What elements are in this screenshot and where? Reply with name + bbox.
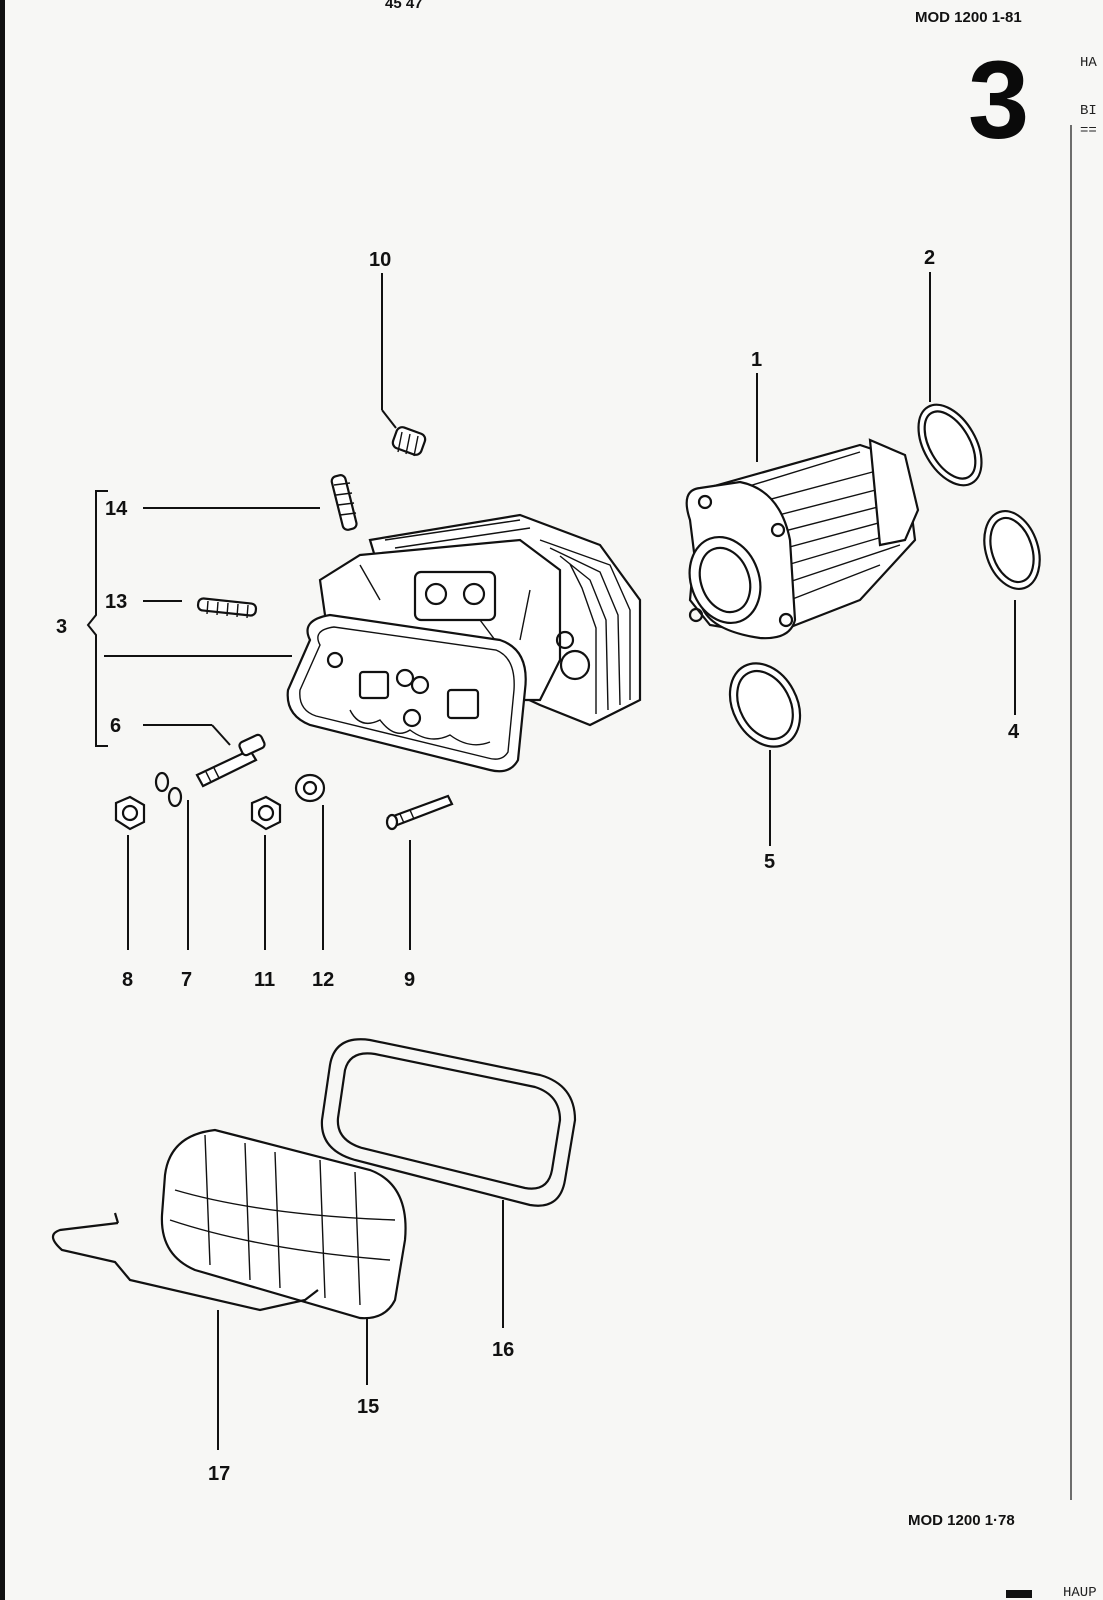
callout-8: 8	[122, 969, 133, 991]
footer-model-bottom: MOD 1200 1·78	[908, 1512, 1015, 1529]
callout-6: 6	[110, 715, 121, 737]
callout-3: 3	[56, 616, 67, 638]
part-12-washer	[294, 773, 326, 803]
callout-17: 17	[208, 1463, 230, 1485]
footer-black-mark	[1006, 1590, 1032, 1598]
footer-edge-text: HAUP	[1063, 1585, 1097, 1600]
callout-2: 2	[924, 247, 935, 269]
part-3-cylinder-head	[286, 513, 642, 773]
leader-lines	[86, 272, 1016, 1450]
part-1-cylinder	[685, 438, 920, 640]
callout-11: 11	[254, 969, 275, 991]
callout-12: 12	[312, 969, 334, 991]
callout-9: 9	[404, 969, 415, 991]
header-edge-text-3: ==	[1080, 123, 1097, 139]
header-top-numbers: 45 47	[385, 0, 423, 12]
callout-10: 10	[369, 249, 391, 271]
callout-13: 13	[105, 591, 127, 613]
part-17-wire	[51, 1212, 319, 1312]
callout-4: 4	[1008, 721, 1020, 743]
header-edge-text-2: BI	[1080, 103, 1097, 119]
part-15-valve-cover	[160, 1128, 407, 1320]
part-11-nut	[250, 795, 282, 831]
page-left-border	[0, 0, 5, 1600]
callout-16: 16	[492, 1339, 514, 1361]
callout-1: 1	[751, 349, 762, 371]
part-10-plug	[391, 426, 427, 457]
part-7-washer	[154, 771, 183, 808]
part-9-stud	[385, 794, 454, 831]
part-4-ring	[983, 510, 1041, 590]
header-model-top: MOD 1200 1-81	[915, 9, 1022, 26]
callout-labels: 1 2 3 4 5 6 7 8 9 10 11 12 13 14 15 16 1…	[56, 247, 1020, 1485]
part-2-ring	[917, 403, 983, 487]
part-8-nut	[114, 795, 146, 831]
part-13-stud	[196, 597, 258, 619]
part-14-stud	[330, 474, 358, 531]
part-16-gasket	[320, 1038, 577, 1207]
callout-5: 5	[764, 851, 775, 873]
callout-7: 7	[181, 969, 192, 991]
part-5-ring	[728, 662, 802, 748]
part-6-stud	[195, 733, 266, 788]
callout-14: 14	[105, 498, 128, 520]
section-number: 3	[968, 39, 1029, 162]
header-edge-text-1: HA	[1080, 55, 1097, 71]
callout-15: 15	[357, 1396, 379, 1418]
